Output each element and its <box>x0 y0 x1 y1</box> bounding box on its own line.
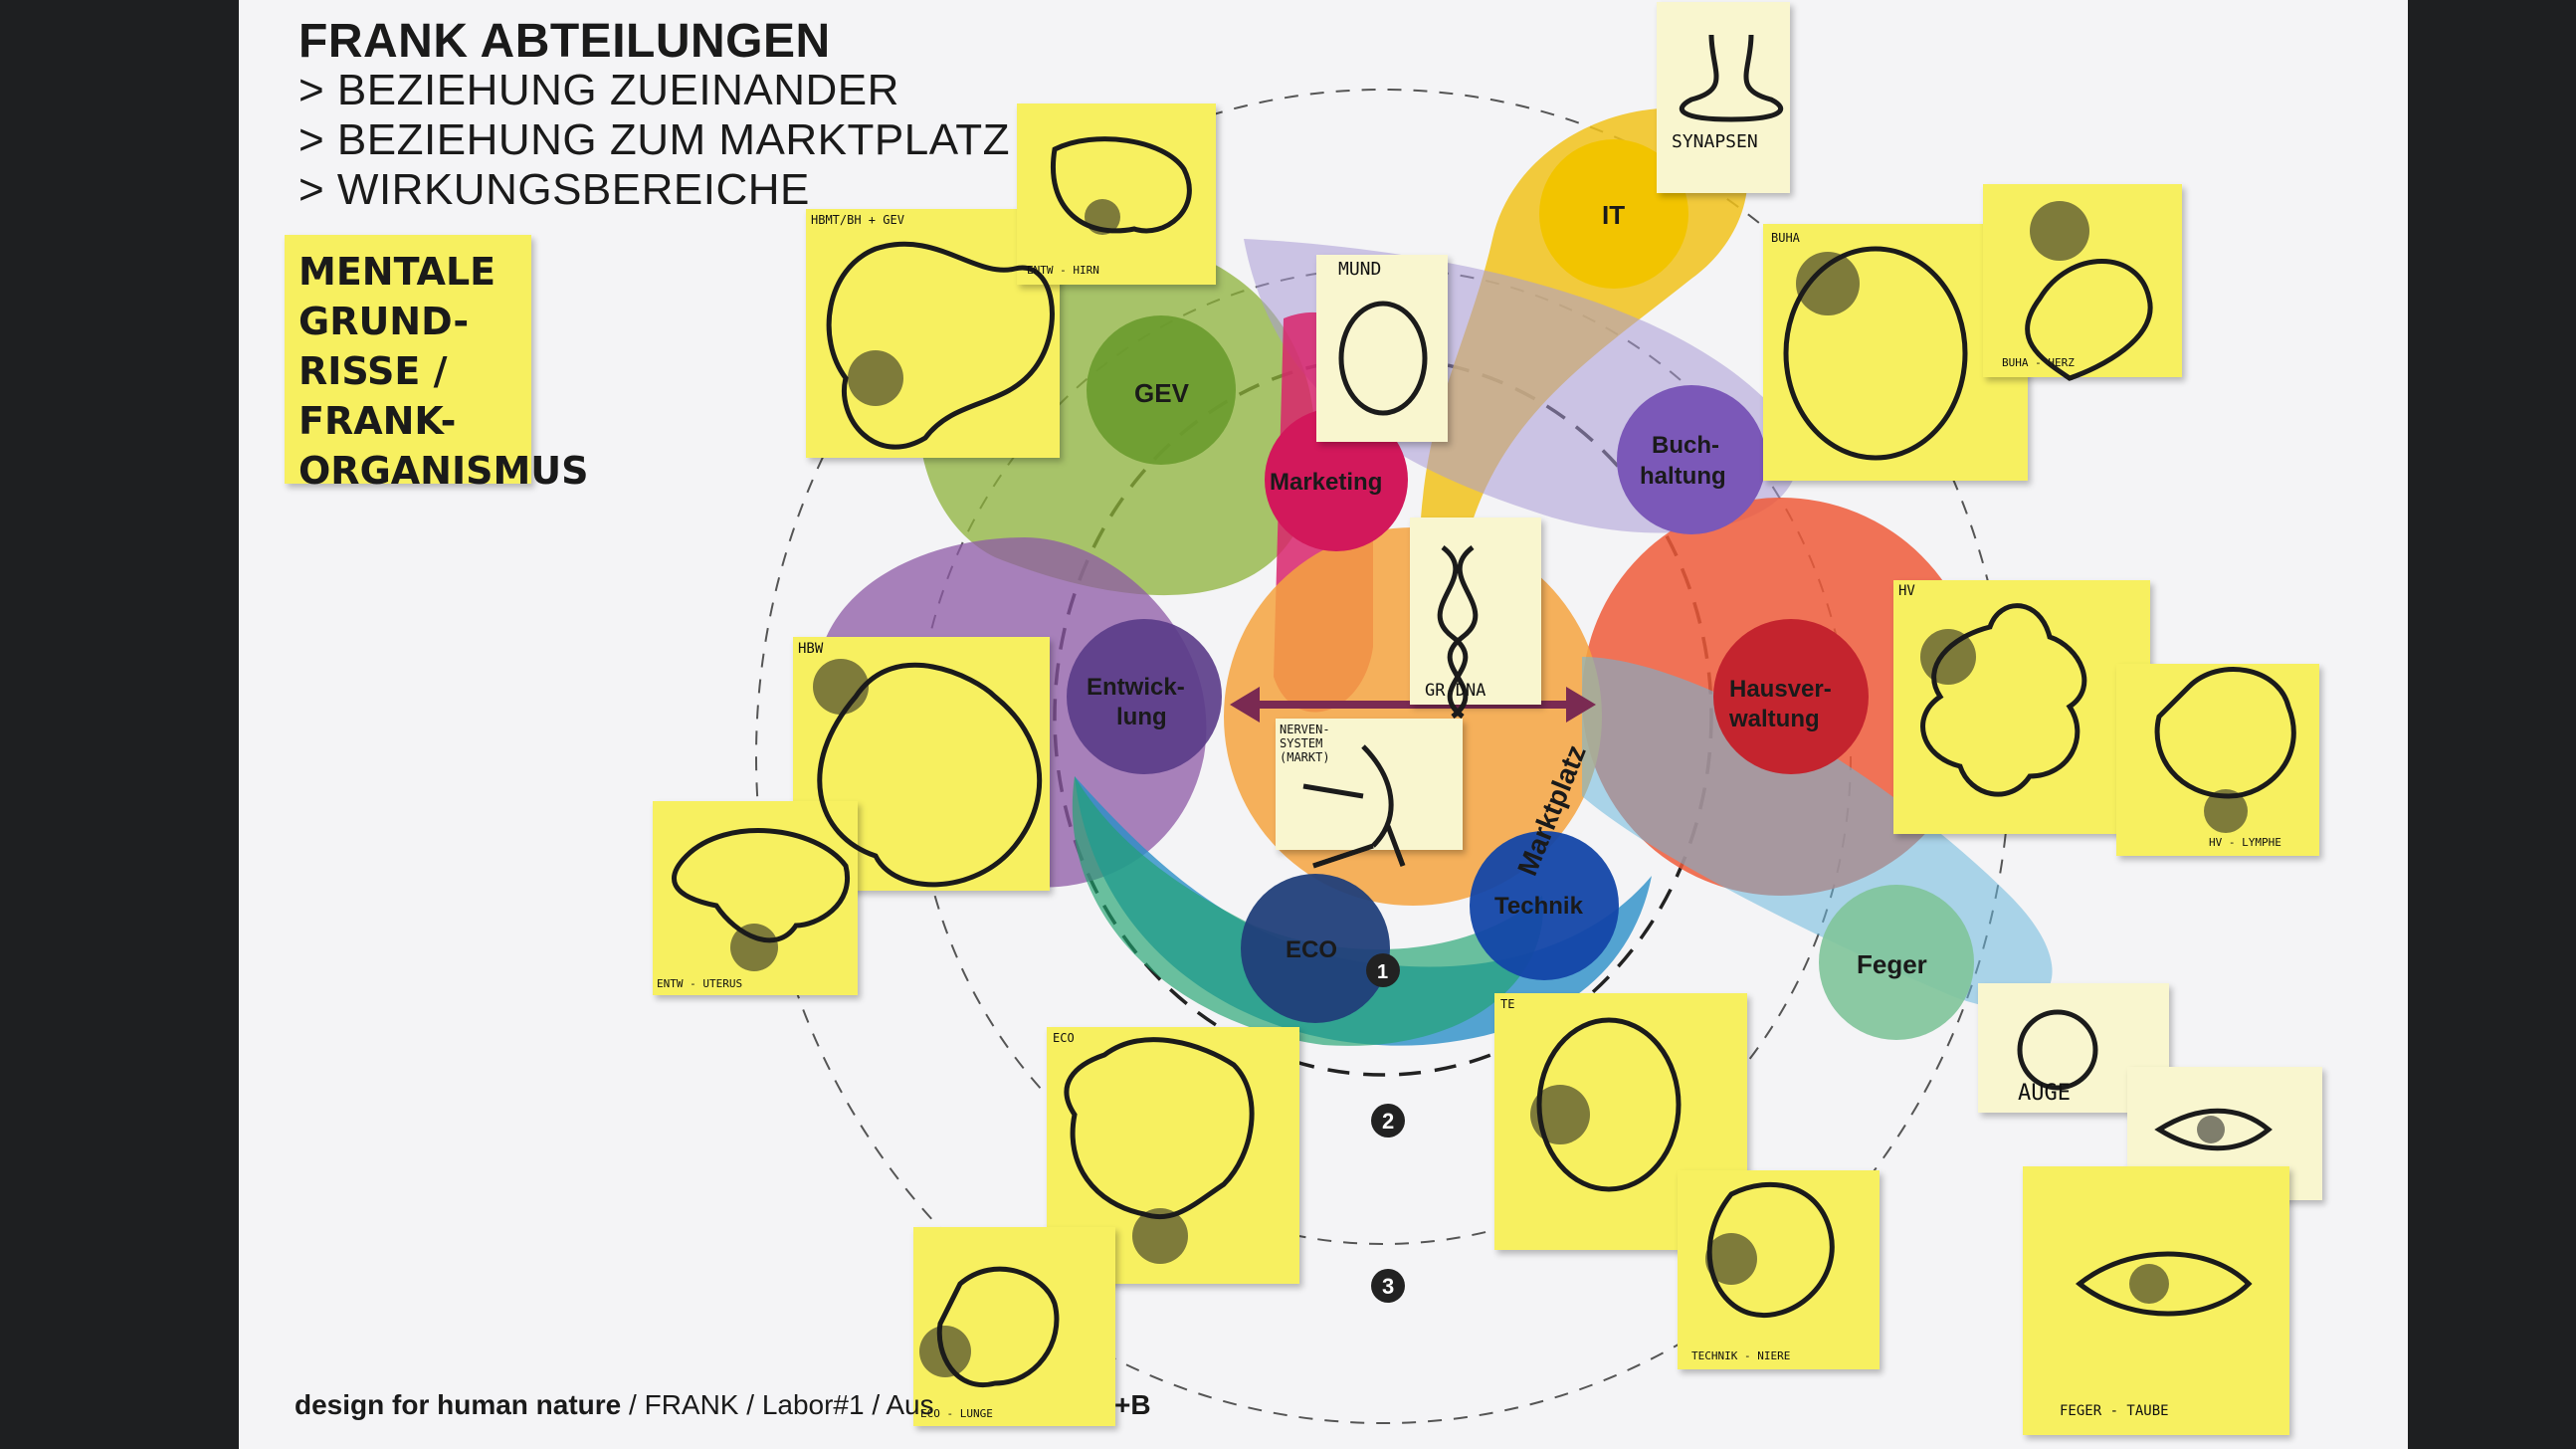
label-entwicklung-1: Entwick- <box>1087 674 1185 701</box>
market-arrow <box>1230 687 1596 723</box>
ring-badges <box>1366 953 1405 1303</box>
label-eco: ECO <box>1286 936 1337 963</box>
label-feger-taube: FEGER - TAUBE <box>2060 1403 2169 1419</box>
department-circles <box>1067 139 1974 1040</box>
label-entw-hirn: ENTW - HIRN <box>1027 264 1099 277</box>
subtitle-3: > WIRKUNGSBEREICHE <box>298 165 810 214</box>
footer-brand: design for human nature <box>295 1389 622 1420</box>
sticky-note-mentale <box>285 235 531 484</box>
label-buha: BUHA <box>1771 231 1800 245</box>
label-it: IT <box>1602 200 1625 230</box>
label-eco-note: ECO <box>1053 1031 1075 1045</box>
ring-number-1: 1 <box>1377 961 1388 983</box>
label-buchhaltung-2: haltung <box>1640 463 1726 490</box>
label-auge: AUGE <box>2018 1081 2071 1106</box>
label-gev: GEV <box>1134 378 1190 408</box>
label-hbw: HBW <box>798 641 824 657</box>
label-synapsen: SYNAPSEN <box>1672 131 1758 152</box>
label-hv: HV <box>1898 583 1915 599</box>
label-feger: Feger <box>1857 949 1927 979</box>
ring-number-2: 2 <box>1382 1109 1394 1134</box>
label-entwicklung-2: lung <box>1116 704 1167 730</box>
footer-rest: / FRANK / Labor#1 / Aus <box>621 1389 934 1420</box>
label-te: TE <box>1500 997 1515 1011</box>
label-buchhaltung-1: Buch- <box>1652 432 1719 459</box>
subtitle-2: > BEZIEHUNG ZUM MARKTPLATZ <box>298 115 1011 164</box>
label-eco-lunge: ECO - LUNGE <box>920 1407 993 1420</box>
label-technik: Technik <box>1494 893 1584 920</box>
label-hausverwaltung-2: waltung <box>1728 706 1820 732</box>
mentale-note-text: MENTALE GRUND- RISSE / FRANK- ORGANISMUS <box>298 250 589 493</box>
label-marketing: Marketing <box>1270 469 1382 496</box>
poster-title: FRANK ABTEILUNGEN <box>298 15 831 68</box>
ring-number-3: 3 <box>1382 1274 1394 1299</box>
label-entw-uterus: ENTW - UTERUS <box>657 977 743 990</box>
footer-credit: design for human nature / FRANK / Labor#… <box>295 1389 934 1421</box>
label-buha-herz: BUHA - HERZ <box>2002 356 2075 369</box>
label-hausverwaltung-1: Hausver- <box>1729 676 1832 703</box>
label-hv-lymphe: HV - LYMPHE <box>2209 836 2281 849</box>
label-mund: MUND <box>1338 259 1382 280</box>
label-hbmt: HBMT/BH + GEV <box>811 213 904 227</box>
label-nervensystem: NERVEN- SYSTEM (MARKT) <box>1280 723 1330 764</box>
label-gr-dna: GR-DNA <box>1425 681 1486 701</box>
subtitle-1: > BEZIEHUNG ZUEINANDER <box>298 66 899 114</box>
label-technik-niere: TECHNIK - NIERE <box>1691 1349 1791 1362</box>
footer-tail: +B <box>1114 1389 1151 1420</box>
label-marktplatz: Marktplatz <box>1511 740 1592 880</box>
